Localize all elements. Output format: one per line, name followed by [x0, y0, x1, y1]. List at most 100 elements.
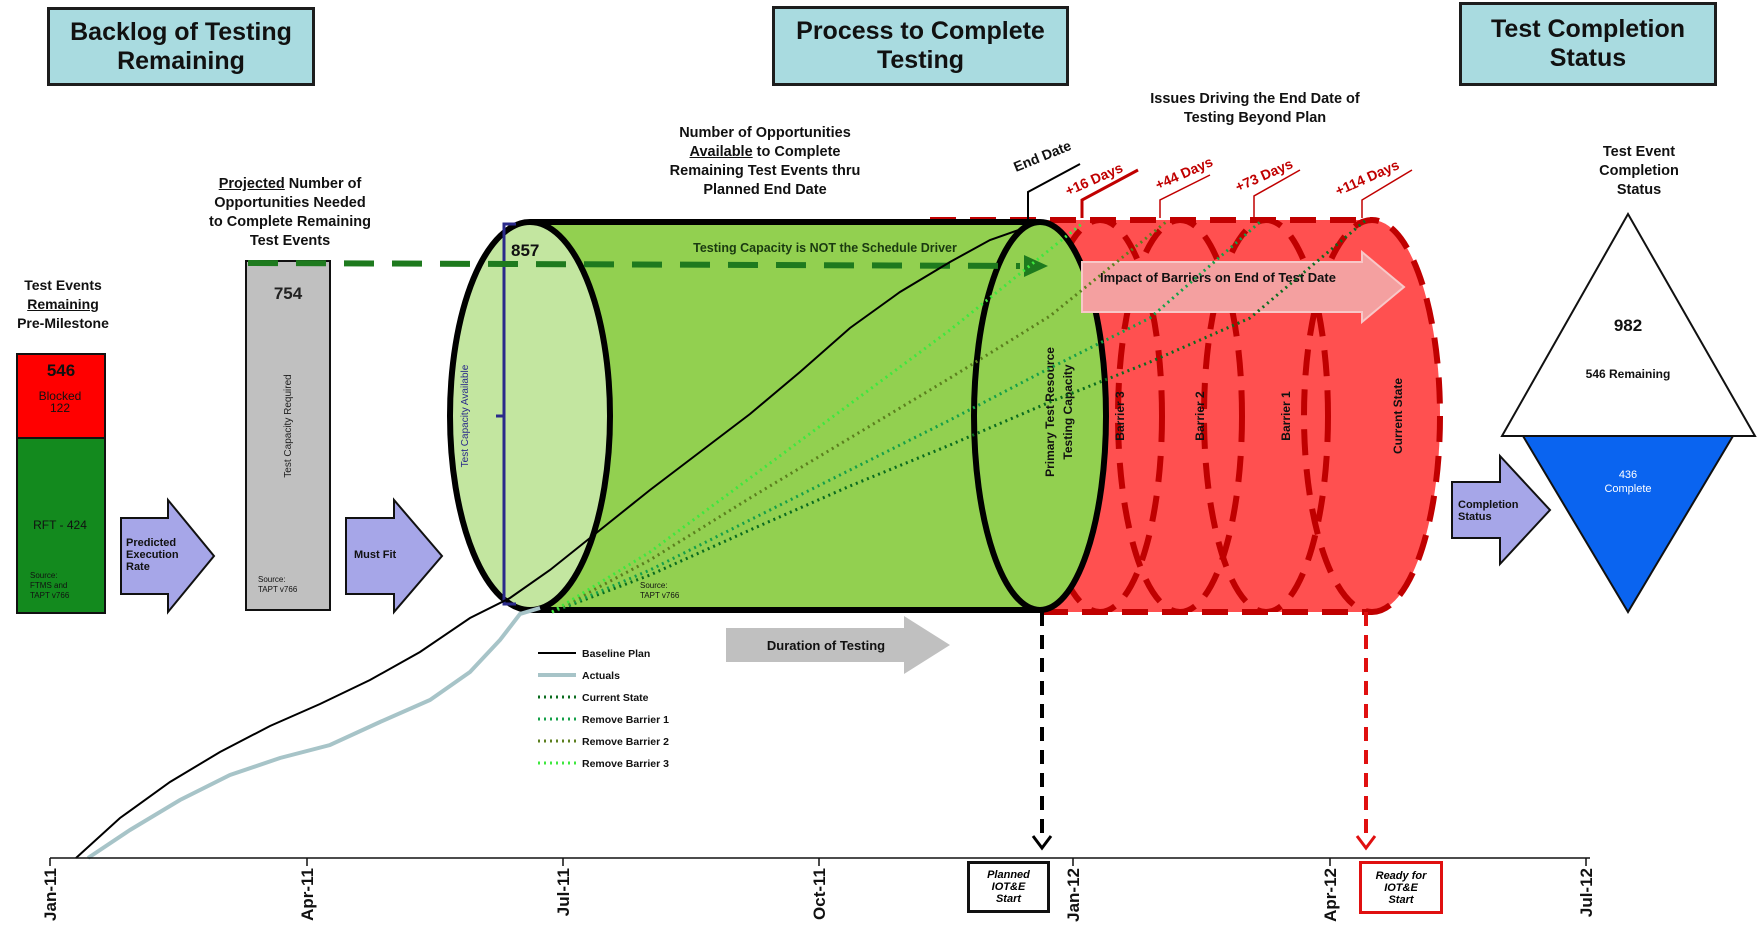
barrier-3-label: Barrier 3 — [1113, 391, 1127, 441]
predicted-line3: Rate — [126, 561, 150, 573]
axis-label-2: Jul-11 — [554, 868, 573, 916]
projected-heading-underlined: Projected — [218, 176, 285, 192]
capacity-source-1: Source: — [258, 575, 286, 584]
opportunities-heading-line4: Planned End Date — [703, 182, 827, 198]
completion-heading-line2: Completion — [1599, 163, 1679, 179]
backlog-total: 546 — [47, 361, 75, 380]
axis-label-0: Jan-11 — [41, 868, 60, 921]
completion-remaining: 546 Remaining — [1586, 367, 1671, 381]
completion-arrow-line1: Completion — [1458, 499, 1519, 511]
axis-label-1: Apr-11 — [298, 868, 317, 921]
axis-label-3: Oct-11 — [810, 868, 829, 920]
completion-diamond: 982 546 Remaining 436 Complete — [1500, 211, 1757, 614]
test-events-heading: Test Events Remaining Pre-Milestone — [0, 276, 126, 333]
planned-line3: Start — [995, 893, 1022, 905]
rft-segment — [16, 437, 106, 614]
opportunities-heading-line1: Number of Opportunities — [679, 125, 851, 141]
completion-complete-label: Complete — [1604, 483, 1651, 495]
testing-capacity-cylinder: 857 Test Capacity Available Testing Capa… — [447, 219, 1109, 613]
completion-arrow-line2: Status — [1458, 511, 1492, 523]
predicted-line2: Execution — [126, 549, 179, 561]
predicted-execution-arrow: Predicted Execution Rate — [120, 497, 216, 615]
primary-resource-line2: Testing Capacity — [1061, 364, 1075, 459]
completion-total: 982 — [1614, 316, 1642, 335]
remove-barrier-3-line — [551, 220, 1085, 614]
delay-callouts: +16 Days +44 Days +73 Days +114 Days — [1063, 153, 1413, 218]
axis-label-5: Apr-12 — [1321, 868, 1340, 922]
completion-complete-count: 436 — [1619, 469, 1637, 481]
cylinder-end-face — [971, 219, 1109, 613]
barrier-3-outline — [1042, 220, 1165, 612]
must-fit-label: Must Fit — [354, 549, 396, 561]
blocked-count: 122 — [50, 401, 70, 415]
blocked-label: Blocked — [39, 389, 82, 403]
capacity-source-2: TAPT v766 — [258, 585, 298, 594]
opportunities-heading-line3: Remaining Test Events thru — [669, 163, 861, 179]
projected-heading-line4: Test Events — [249, 233, 331, 249]
blocked-segment — [16, 353, 106, 439]
header-status-line1: Test Completion — [1491, 15, 1685, 43]
planned-line2: IOT&E — [991, 881, 1026, 893]
diamond-complete-fill — [1521, 435, 1735, 614]
header-backlog-line2: Remaining — [117, 46, 245, 75]
projected-heading-line2: Opportunities Needed — [214, 195, 366, 211]
end-date-callout: End Date — [1011, 137, 1081, 220]
current-state-label: Current State — [1391, 378, 1405, 454]
backlog-bar: 546 Blocked 122 RFT - 424 Source: FTMS a… — [16, 353, 106, 614]
issues-heading-line2: Testing Beyond Plan — [1183, 110, 1327, 126]
ready-line1: Ready for — [1375, 869, 1427, 882]
projected-heading: Projected Number of Opportunities Needed… — [180, 175, 400, 251]
baseline-plan-line — [75, 225, 1031, 859]
cylinder-source-1: Source: — [640, 581, 668, 590]
planned-line1: Planned — [987, 869, 1030, 881]
legend-label-0: Baseline Plan — [582, 648, 650, 660]
legend-label-1: Actuals — [582, 670, 620, 682]
ready-line2: IOT&E — [1384, 881, 1418, 894]
predicted-line1: Predicted — [126, 537, 176, 549]
projected-heading-line3: to Complete Remaining — [209, 214, 371, 230]
duration-arrow: Duration of Testing — [726, 616, 950, 674]
delay-44: +44 Days — [1153, 153, 1216, 193]
projected-heading-rest: Number of — [284, 176, 362, 192]
backlog-source-1: Source: — [30, 571, 58, 580]
capacity-required-label: Test Capacity Required — [283, 374, 294, 477]
legend-label-2: Current State — [582, 692, 649, 704]
cylinder-source-2: TAPT v766 — [640, 591, 680, 600]
capacity-required-bar: 754 Test Capacity Required Source: TAPT … — [245, 260, 331, 611]
backlog-source-2: FTMS and — [30, 581, 67, 590]
barrier-2-label: Barrier 2 — [1193, 391, 1207, 441]
rft-label: RFT - 424 — [33, 518, 87, 532]
test-events-heading-line3: Pre-Milestone — [17, 315, 109, 331]
projected-to-end-arrow — [247, 255, 1048, 277]
actuals-line — [86, 606, 541, 860]
test-events-heading-line2: Remaining — [27, 296, 99, 312]
completion-heading-line1: Test Event — [1602, 144, 1676, 160]
impact-arrow: Impact of Barriers on End of Test Date — [1081, 249, 1406, 325]
legend-label-4: Remove Barrier 2 — [582, 736, 669, 748]
delay-114: +114 Days — [1333, 156, 1402, 198]
capacity-available-label: Test Capacity Available — [460, 364, 471, 467]
barrier-2-outline — [1115, 220, 1245, 612]
completion-status-arrow: Completion Status — [1451, 453, 1552, 567]
barrier-1-outline — [1201, 220, 1331, 612]
header-backlog-line1: Backlog of Testing — [70, 17, 292, 46]
ready-marker — [1355, 612, 1377, 851]
legend-label-3: Remove Barrier 1 — [582, 714, 669, 726]
opportunities-heading-rest: to Complete — [752, 144, 841, 160]
test-events-heading-line1: Test Events — [24, 277, 102, 293]
planned-iote-start-box: Planned IOT&E Start — [967, 861, 1050, 913]
axis-label-4: Jan-12 — [1064, 868, 1083, 922]
must-fit-arrow: Must Fit — [345, 497, 444, 615]
planned-end-marker — [1031, 612, 1053, 851]
legend-label-5: Remove Barrier 3 — [582, 758, 669, 770]
cylinder-front-face — [447, 219, 613, 613]
primary-resource-line1: Primary Test Resource — [1043, 347, 1057, 477]
ready-iote-start-box: Ready for IOT&E Start — [1359, 861, 1443, 914]
header-process-line1: Process to Complete — [796, 17, 1045, 45]
barrier-1-label: Barrier 1 — [1279, 391, 1293, 441]
